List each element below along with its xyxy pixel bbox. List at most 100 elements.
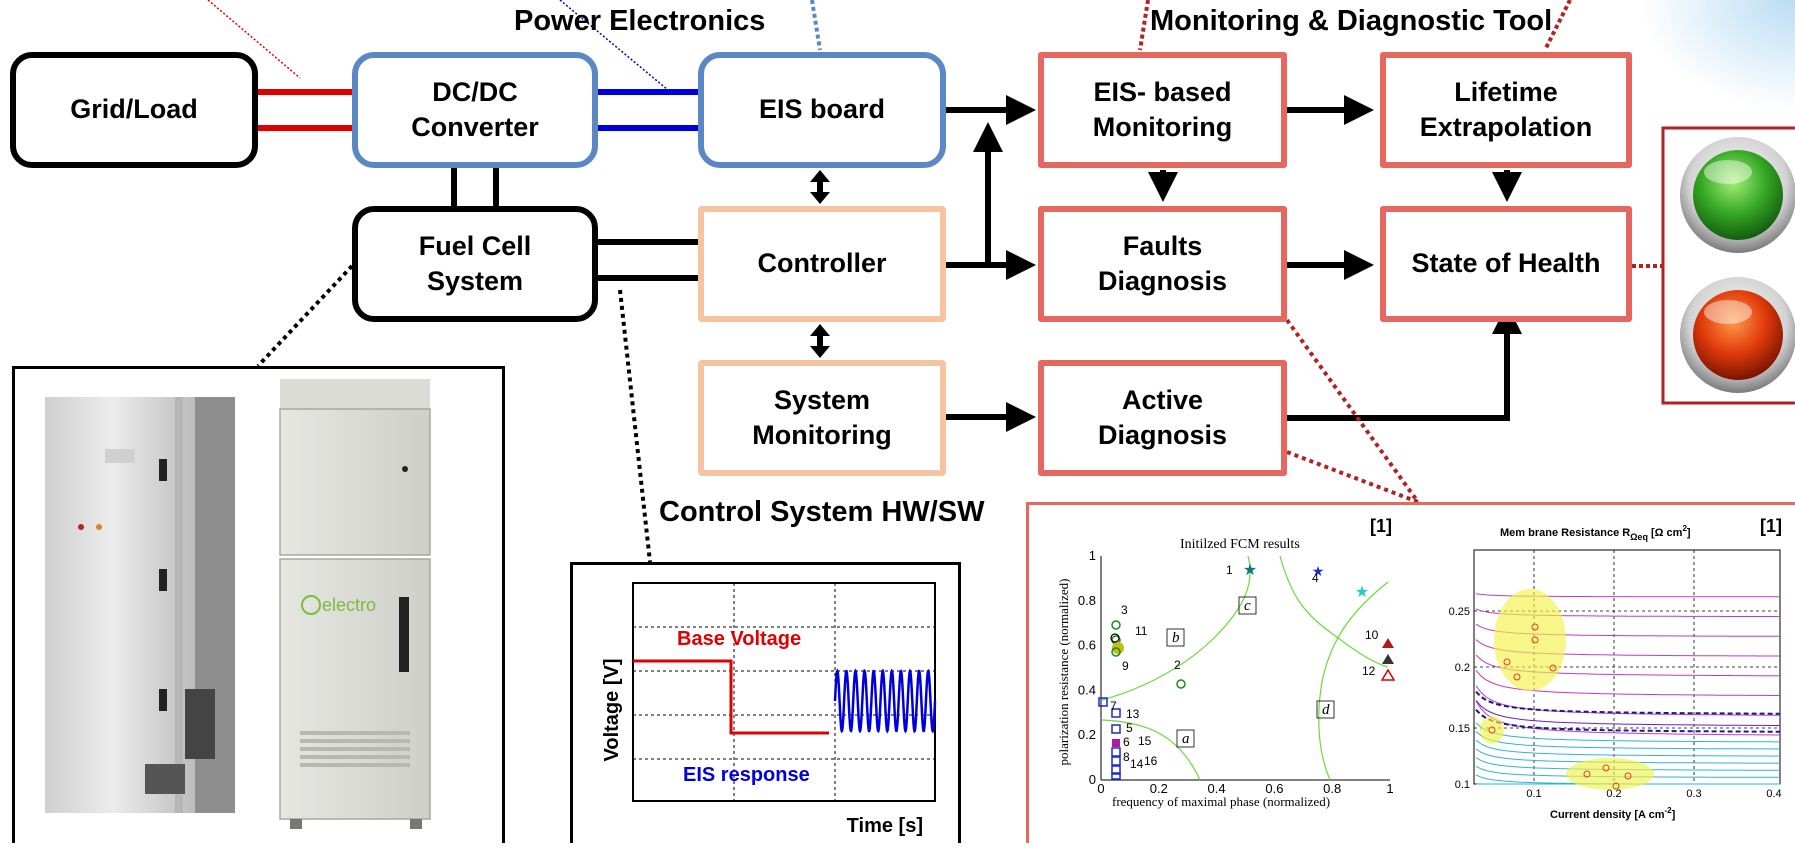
faults-line2: Diagnosis: [1098, 264, 1227, 299]
membrane-contour: [1476, 686, 1780, 716]
membrane-ytick: 0.1: [1455, 779, 1470, 791]
header-control-system: Control System HW/SW: [659, 496, 984, 529]
box-grid-load: Grid/Load: [10, 52, 258, 168]
eis-monitoring-line2: Monitoring: [1093, 110, 1232, 145]
voltage-ylabel: Voltage [V]: [601, 659, 623, 762]
box-state-of-health: State of Health: [1380, 206, 1632, 322]
fcm-ytick: 0.2: [1078, 727, 1096, 742]
membrane-ytick: 0.2: [1455, 662, 1470, 674]
fcm-ytick: 0.6: [1078, 638, 1096, 653]
voltage-plot-panel: Voltage [V] Time [s] Base Voltage EIS re…: [570, 562, 961, 843]
fuel-cell-line2: System: [419, 264, 532, 299]
fuel-cell-photo: electro: [15, 369, 502, 843]
membrane-title-main: Mem brane Resistance R: [1500, 527, 1630, 539]
fcm-xtick: 1: [1386, 781, 1393, 796]
pt-12: 12: [1362, 664, 1376, 678]
pt-9: 9: [1122, 659, 1129, 673]
active-line2: Diagnosis: [1098, 418, 1227, 453]
pt-1: 1: [1226, 563, 1233, 577]
electro-logo-text: electro: [322, 595, 376, 615]
svg-text:★: ★: [1243, 562, 1257, 579]
eis-response-label: EIS response: [683, 764, 810, 786]
fcm-ytick: 0.4: [1078, 682, 1096, 697]
membrane-title-unit: [Ω cm: [1648, 527, 1683, 539]
pt-2: 2: [1174, 658, 1181, 672]
fuel-cell-photo-panel: electro: [12, 366, 505, 843]
pt-15: 15: [1138, 734, 1152, 748]
membrane-ref: [1]: [1760, 516, 1782, 536]
pt-13: 13: [1126, 707, 1140, 721]
lifetime-line2: Extrapolation: [1420, 110, 1593, 145]
svg-text:★: ★: [1355, 584, 1369, 601]
membrane-xtick: 0.1: [1526, 788, 1541, 800]
lifetime-line1: Lifetime: [1420, 75, 1593, 110]
voltage-xlabel: Time [s]: [847, 815, 923, 837]
dcdc-line2: Converter: [411, 110, 539, 145]
fcm-xlabel: frequency of maximal phase (normalized): [1112, 794, 1330, 809]
cluster-c: c: [1244, 598, 1251, 614]
box-controller: Controller: [698, 206, 946, 322]
pt-14: 14: [1130, 757, 1144, 771]
membrane-xtick: 0.2: [1606, 788, 1621, 800]
fcm-plot: [1] Initilzed FCM results 0 0.2 0.4 0.6 0.8 1…: [1040, 512, 1410, 843]
header-power-electronics: Power Electronics: [514, 5, 765, 38]
membrane-xlabel-end: ]: [1672, 809, 1676, 821]
membrane-title-end: ]: [1687, 527, 1691, 539]
fcm-ytick: 0.8: [1078, 593, 1096, 608]
cluster-d: d: [1322, 702, 1330, 718]
membrane-title: Mem brane Resistance RΩeq [Ω cm2]: [1500, 524, 1691, 542]
fcm-xtick: 0: [1097, 781, 1104, 796]
eis-board-label: EIS board: [759, 92, 885, 127]
cluster-a: a: [1182, 731, 1190, 747]
fcm-ytick: 0: [1089, 772, 1096, 787]
membrane-ytick: 0.15: [1449, 723, 1470, 735]
system-monitoring-line1: System: [752, 383, 891, 418]
dcdc-line1: DC/DC: [411, 75, 539, 110]
header-monitoring-tool: Monitoring & Diagnostic Tool: [1150, 5, 1552, 38]
pt-16: 16: [1144, 754, 1158, 768]
state-of-health-label: State of Health: [1411, 246, 1600, 281]
pt-7: 7: [1110, 699, 1117, 713]
eis-wave: [835, 671, 935, 731]
pt-6: 6: [1123, 735, 1130, 749]
fcm-ref: [1]: [1370, 516, 1392, 536]
box-eis-board: EIS board: [698, 52, 946, 168]
membrane-ytick: 0.25: [1449, 606, 1470, 618]
membrane-xlabel: Current density [A cm-2]: [1550, 806, 1676, 821]
controller-label: Controller: [757, 246, 886, 281]
membrane-plot: [1] Mem brane Resistance RΩeq [Ω cm2] 0.…: [1418, 512, 1795, 843]
membrane-title-sub: Ωeq: [1630, 532, 1648, 542]
pt-4b: 4: [1312, 571, 1319, 585]
fcm-ytick: 1: [1089, 548, 1096, 563]
system-monitoring-line2: Monitoring: [752, 418, 891, 453]
fcm-point-labels: 1 2 3 4 4 5 6 7 8 9 10 11 12 13 14 15 16: [1110, 563, 1379, 771]
fcm-ylabel: polarization resistance (normalized): [1056, 579, 1071, 766]
base-voltage-label: Base Voltage: [677, 628, 801, 650]
pt-11: 11: [1135, 624, 1148, 638]
membrane-xtick: 0.4: [1766, 788, 1781, 800]
pt-5: 5: [1126, 721, 1133, 735]
active-line1: Active: [1098, 383, 1227, 418]
pt-10: 10: [1365, 628, 1379, 642]
box-grid-load-label: Grid/Load: [70, 92, 198, 127]
membrane-xtick: 0.3: [1686, 788, 1701, 800]
fuel-cell-line1: Fuel Cell: [419, 229, 532, 264]
highlight-regions: [1480, 589, 1654, 790]
corner-decoration: [1640, 0, 1795, 110]
fcm-cluster-labels: b c d a: [1167, 597, 1334, 747]
pt-8: 8: [1123, 750, 1130, 764]
fcm-title: Initilzed FCM results: [1180, 537, 1300, 552]
voltage-plot: Voltage [V] Time [s] Base Voltage EIS re…: [573, 565, 958, 843]
eis-monitoring-line1: EIS- based: [1093, 75, 1232, 110]
membrane-xlabel-main: Current density [A cm: [1550, 809, 1665, 821]
cluster-b: b: [1172, 630, 1180, 646]
faults-line1: Faults: [1098, 229, 1227, 264]
pt-3: 3: [1121, 603, 1128, 617]
